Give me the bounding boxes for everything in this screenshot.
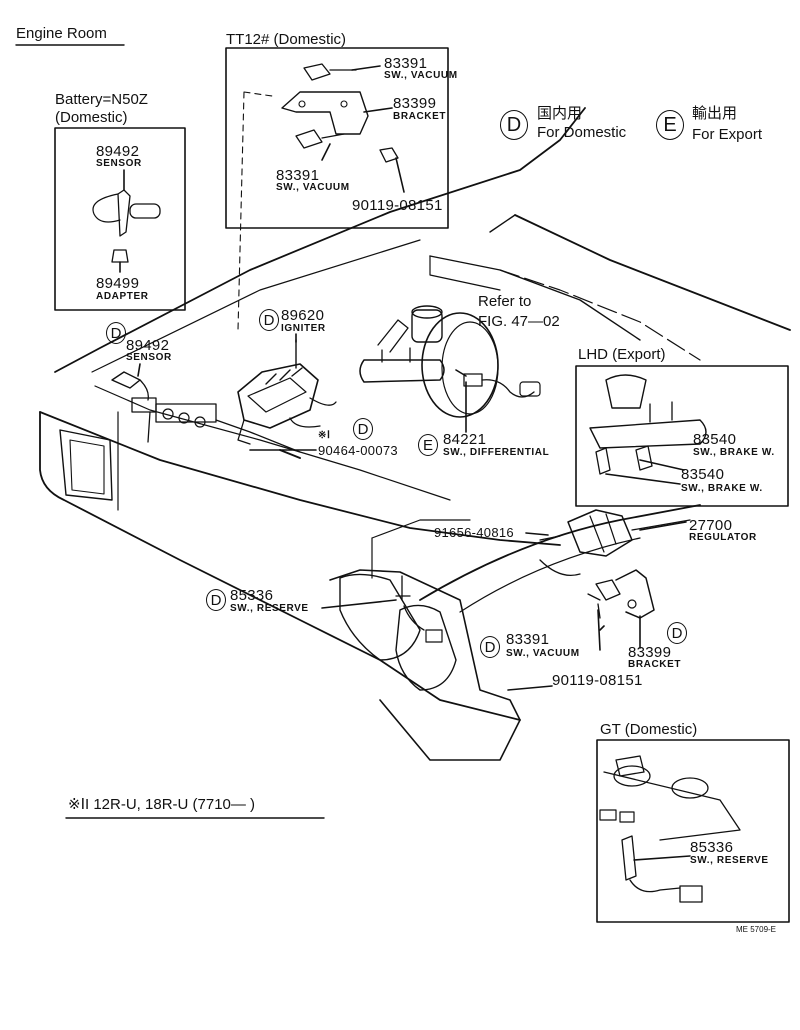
part-number-batt-sensor: 89492 — [96, 143, 140, 160]
battery-domestic-heading: (Domestic) — [55, 109, 128, 126]
tt12-heading: TT12# (Domestic) — [226, 31, 347, 48]
part-number-igniter: 89620 — [281, 307, 325, 324]
part-number-sensor-main: 89492 — [126, 337, 170, 354]
legend-e-marker: E — [656, 110, 684, 140]
catalog-code: ME 5709-E — [736, 925, 777, 934]
part-name-regulator: REGULATOR — [689, 532, 757, 543]
legend-e-english: For Export — [692, 126, 763, 143]
part-number-clamp: 90464-00073 — [318, 443, 398, 458]
part-name-tt-vacuum-top: SW., VACUUM — [384, 70, 458, 81]
regulator-unit — [567, 509, 633, 557]
lhd-export-heading: LHD (Export) — [578, 346, 666, 363]
gt-domestic-heading: GT (Domestic) — [600, 721, 698, 738]
refer-to-line1: Refer to — [478, 293, 532, 310]
legend-d-marker: D — [500, 110, 528, 140]
bumper-outline — [329, 569, 521, 761]
part-number-reserve-main: 85336 — [230, 587, 274, 604]
part-name-batt-adapter: ADAPTER — [96, 291, 149, 302]
legend-e-japanese: 輸出用 — [692, 104, 738, 122]
part-name-batt-sensor: SENSOR — [96, 158, 142, 169]
part-name-sensor-main: SENSOR — [126, 352, 172, 363]
e-marker-differential: E — [418, 434, 438, 456]
hood-outline — [54, 107, 586, 373]
part-name-bracket-main: BRACKET — [628, 659, 682, 670]
part-name-tt-bracket: BRACKET — [393, 111, 447, 122]
part-number-tt-bracket: 83399 — [393, 95, 437, 112]
part-number-batt-adapter: 89499 — [96, 275, 140, 292]
footnote-applicability: ※ⅠI 12R-U, 18R-U (7710— ) — [68, 796, 256, 813]
part-name-brake-w-1: SW., BRAKE W. — [693, 447, 775, 458]
part-name-vacuum-main: SW., VACUUM — [506, 648, 580, 659]
d-marker-vacuum: D — [480, 636, 500, 658]
d-marker-sensor: D — [106, 322, 126, 344]
part-number-bolt-main: 90119-08151 — [552, 672, 643, 689]
part-number-regulator: 27700 — [689, 517, 733, 534]
d-marker-igniter: D — [259, 309, 279, 331]
part-number-bracket-main: 83399 — [628, 644, 672, 661]
refer-to-line2: FIG. 47—02 — [478, 313, 560, 330]
master-cylinder — [359, 359, 445, 383]
gt-box — [596, 739, 790, 923]
part-name-reserve-main: SW., RESERVE — [230, 603, 309, 614]
battery-heading: Battery=N50Z — [55, 91, 148, 108]
part-number-differential: 84221 — [443, 431, 487, 448]
part-number-tt-vacuum-top: 83391 — [384, 55, 428, 72]
d-marker-clamp: D — [353, 418, 373, 440]
part-name-tt-vacuum-bottom: SW., VACUUM — [276, 182, 350, 193]
part-number-vacuum-main: 83391 — [506, 631, 550, 648]
part-name-brake-w-2: SW., BRAKE W. — [681, 483, 763, 494]
part-name-igniter: IGNITER — [281, 323, 326, 334]
part-number-brake-w-1: 83540 — [693, 431, 737, 448]
igniter-unit — [237, 363, 319, 429]
part-number-brake-w-2: 83540 — [681, 466, 725, 483]
part-number-tt-vacuum-bottom: 83391 — [276, 167, 320, 184]
part-name-differential: SW., DIFFERENTIAL — [443, 447, 550, 458]
engine-room-heading: Engine Room — [16, 25, 107, 42]
footnote-mark-clamp: ※Ⅰ — [318, 430, 331, 441]
battery-box — [54, 127, 186, 311]
legend-d-japanese: 国内用 — [537, 104, 583, 122]
d-marker-bracket: D — [667, 622, 687, 644]
part-number-reserve-gt: 85336 — [690, 839, 734, 856]
d-marker-reserve: D — [206, 589, 226, 611]
lhd-box — [575, 365, 789, 507]
part-number-bolt-91656: 91656-40816 — [434, 525, 514, 540]
part-name-reserve-gt: SW., RESERVE — [690, 855, 769, 866]
legend-d-english: For Domestic — [537, 124, 627, 141]
tt12-box — [225, 47, 449, 229]
part-number-tt-bolt: 90119-08151 — [352, 197, 443, 214]
body-outline — [39, 411, 561, 546]
